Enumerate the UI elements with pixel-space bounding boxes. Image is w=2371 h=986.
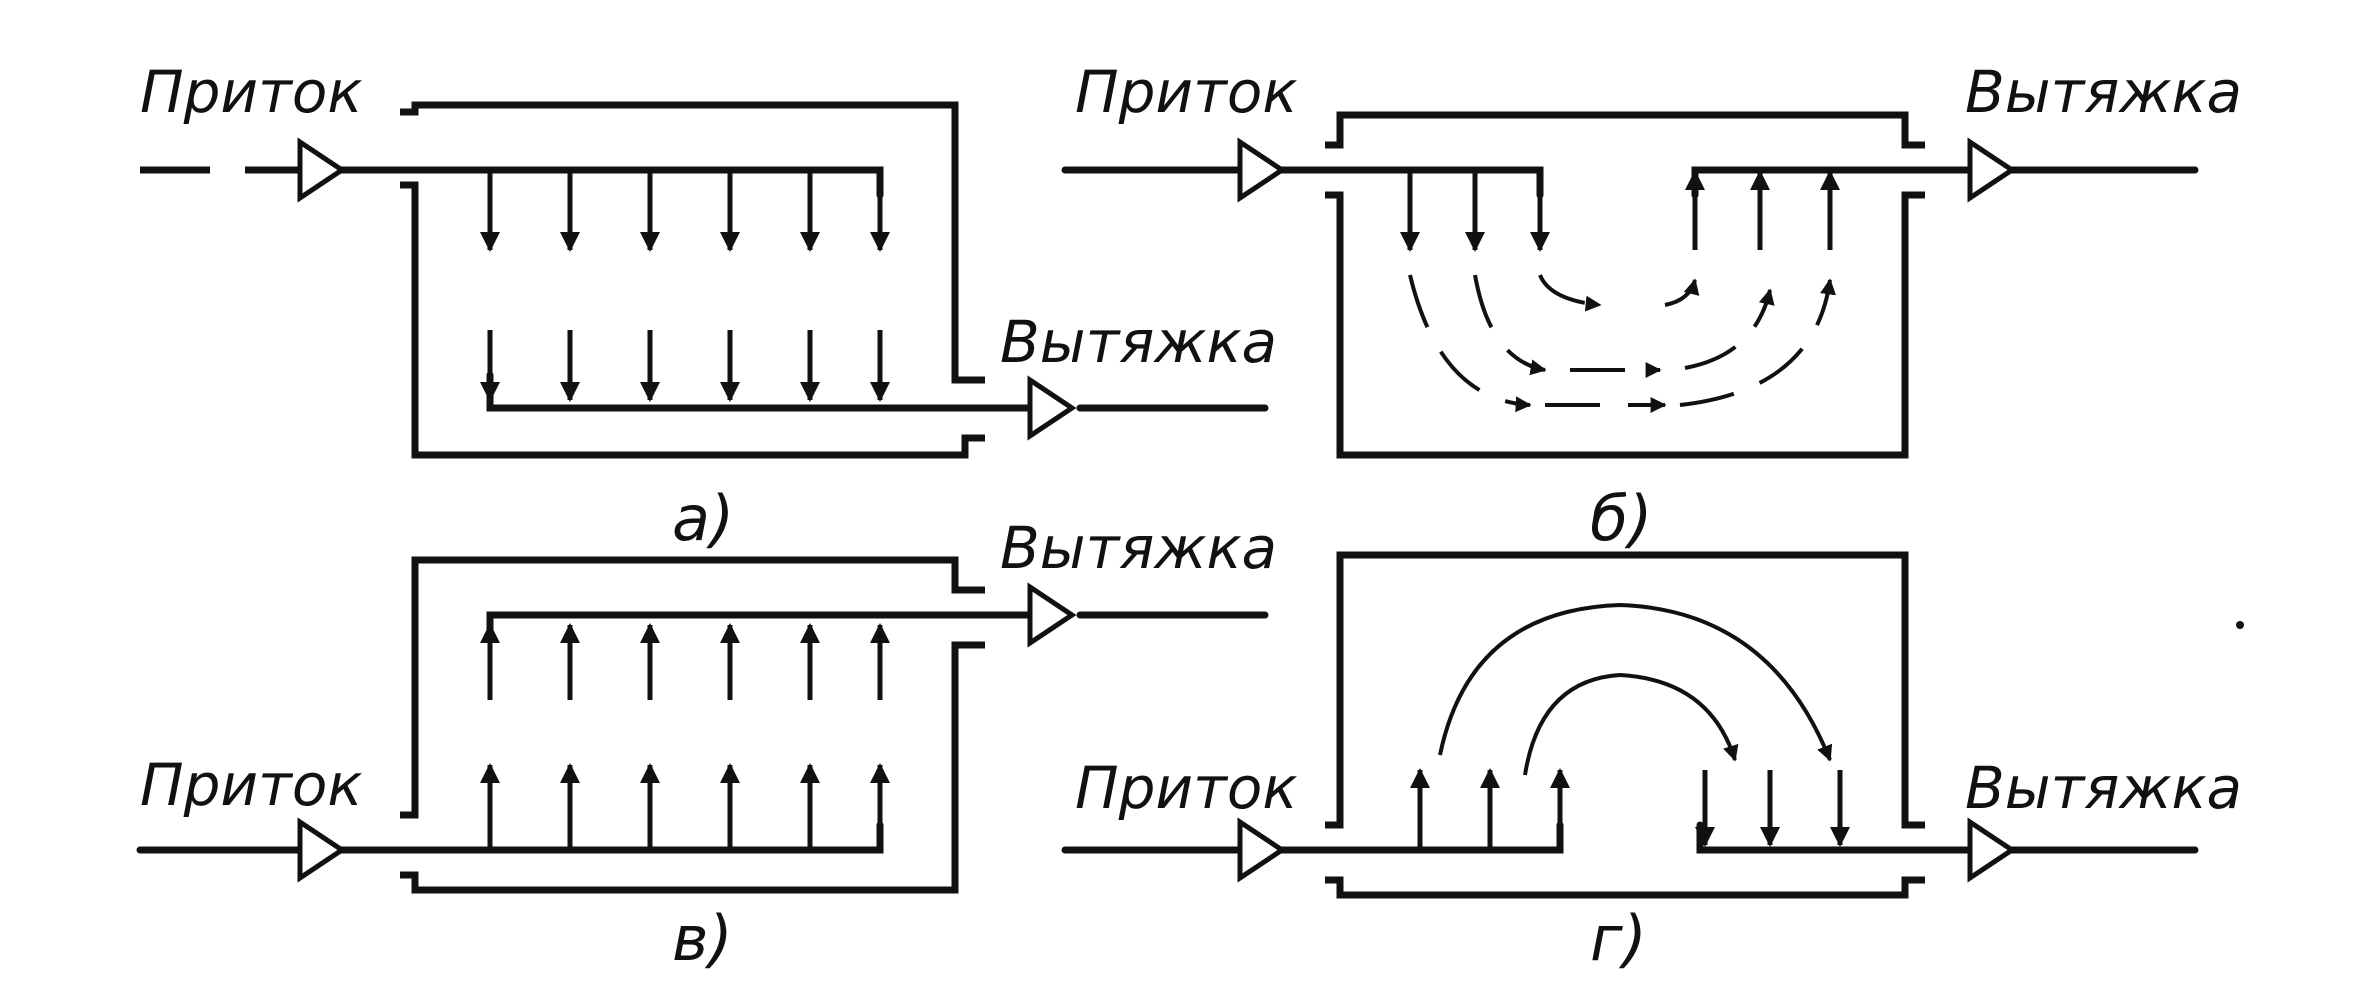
inflow-label-v: Приток bbox=[140, 751, 362, 819]
inflow-label-g: Приток bbox=[1075, 754, 1297, 822]
exhaust-fan-icon-v bbox=[1027, 582, 1077, 648]
supply-duct-v bbox=[136, 821, 884, 854]
exhaust-duct-b bbox=[1691, 166, 2199, 199]
exhaust-arrows-b bbox=[1685, 170, 1840, 250]
panel-a: Приток Вытяжка а) bbox=[140, 58, 1277, 555]
room-wall-b bbox=[1325, 111, 1925, 459]
inflow-label-a: Приток bbox=[140, 58, 362, 126]
exhaust-duct-g bbox=[1696, 821, 2199, 854]
room-wall-a bbox=[400, 101, 985, 459]
exhaust-label-b: Вытяжка bbox=[1965, 58, 2242, 126]
exhaust-arrows-g bbox=[1695, 770, 1850, 847]
supply-arrows-g bbox=[1410, 768, 1570, 848]
exhaust-fan-icon-b bbox=[1967, 137, 2017, 203]
supply-duct-a bbox=[336, 166, 884, 199]
room-wall-v bbox=[400, 556, 985, 894]
supply-fan-icon-v bbox=[297, 817, 347, 883]
panel-g: Приток Вытяжка г) bbox=[1061, 551, 2242, 975]
air-flow-curves-g bbox=[1438, 602, 1833, 776]
supply-fan-icon-b bbox=[1237, 137, 1287, 203]
supply-duct-g bbox=[1061, 821, 1564, 854]
supply-arrows-b bbox=[1400, 172, 1550, 252]
air-flow-curves-b bbox=[1408, 274, 1836, 413]
exhaust-fan-icon-g bbox=[1967, 817, 2017, 883]
caption-v: в) bbox=[672, 902, 733, 975]
inflow-label-b: Приток bbox=[1075, 58, 1297, 126]
room-wall-g bbox=[1325, 551, 1925, 899]
supply-arrows-a bbox=[480, 172, 890, 252]
panel-b: Приток Вытяжка б) bbox=[1061, 58, 2242, 555]
stray-dot bbox=[2236, 621, 2244, 629]
exhaust-fan-icon-a bbox=[1027, 375, 1077, 441]
supply-fan-icon-g bbox=[1237, 817, 1287, 883]
caption-a: а) bbox=[672, 482, 734, 555]
caption-g: г) bbox=[1590, 902, 1647, 975]
exhaust-arrows-v bbox=[480, 623, 890, 700]
exhaust-label-a: Вытяжка bbox=[1000, 308, 1277, 376]
supply-fan-icon-a bbox=[297, 137, 347, 203]
supply-arrows-v bbox=[480, 763, 890, 848]
panel-v: Приток Вытяжка в) bbox=[136, 514, 1277, 975]
caption-b: б) bbox=[1590, 482, 1652, 555]
exhaust-arrows-a bbox=[480, 330, 890, 402]
exhaust-label-v: Вытяжка bbox=[1000, 514, 1277, 582]
exhaust-label-g: Вытяжка bbox=[1965, 754, 2242, 822]
supply-duct-b bbox=[1061, 166, 1544, 199]
